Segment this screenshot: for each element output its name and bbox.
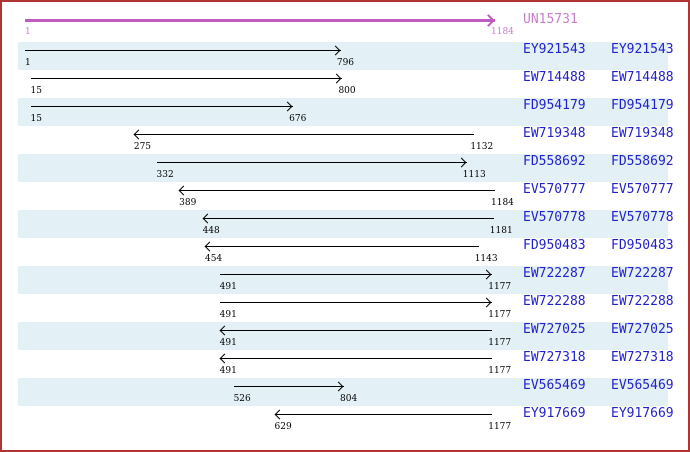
start-coordinate: 332: [156, 170, 174, 180]
reference-name: UN15731: [523, 12, 578, 27]
alignment-row: [18, 210, 668, 238]
accession-link[interactable]: EW722288: [611, 294, 674, 309]
alignment-row: [18, 378, 668, 406]
accession-link[interactable]: EW719348: [611, 126, 674, 141]
start-coordinate: 15: [30, 114, 42, 124]
accession-link[interactable]: EW727318: [523, 350, 586, 365]
accession-link[interactable]: EW714488: [523, 70, 586, 85]
end-coordinate: 804: [340, 394, 358, 404]
accession-link[interactable]: EV570777: [523, 182, 586, 197]
accession-link[interactable]: EY917669: [611, 406, 674, 421]
end-coordinate: 800: [338, 86, 356, 96]
accession-link[interactable]: EW722287: [523, 266, 586, 281]
alignment-arrow: [204, 246, 479, 247]
accession-link[interactable]: EY921543: [611, 42, 674, 57]
accession-link[interactable]: EW719348: [523, 126, 586, 141]
alignment-arrow: [219, 330, 493, 331]
accession-link[interactable]: FD950483: [523, 238, 586, 253]
end-coordinate: 1181: [489, 226, 513, 236]
accession-link[interactable]: EW722287: [611, 266, 674, 281]
reference-end-coordinate: 1184: [491, 27, 514, 37]
accession-link[interactable]: FD950483: [611, 238, 674, 253]
alignment-arrow: [30, 106, 294, 107]
end-coordinate: 1177: [488, 366, 512, 376]
start-coordinate: 491: [219, 366, 237, 376]
end-coordinate: 1113: [462, 170, 486, 180]
end-coordinate: 1177: [488, 282, 512, 292]
end-coordinate: 1132: [470, 142, 494, 152]
accession-link[interactable]: EW727318: [611, 350, 674, 365]
start-coordinate: 526: [233, 394, 251, 404]
end-coordinate: 1177: [488, 310, 512, 320]
alignment-arrow: [219, 302, 493, 303]
accession-link[interactable]: EW714488: [611, 70, 674, 85]
alignment-row: [18, 98, 668, 126]
accession-link[interactable]: EV570778: [611, 210, 674, 225]
accession-link[interactable]: EV565469: [611, 378, 674, 393]
accession-link[interactable]: EY921543: [523, 42, 586, 57]
arrowhead-icon: [482, 14, 495, 27]
alignment-arrow: [156, 162, 467, 163]
start-coordinate: 491: [219, 310, 237, 320]
end-coordinate: 1184: [491, 198, 514, 208]
reference-arrow: [25, 19, 495, 22]
start-coordinate: 1: [25, 58, 31, 68]
accession-link[interactable]: EW722288: [523, 294, 586, 309]
accession-link[interactable]: EV570777: [611, 182, 674, 197]
reference-start-coordinate: 1: [25, 27, 31, 37]
accession-link[interactable]: FD558692: [611, 154, 674, 169]
alignment-arrow: [233, 386, 345, 387]
accession-link[interactable]: EW727025: [523, 322, 586, 337]
end-coordinate: 1177: [488, 338, 512, 348]
end-coordinate: 1143: [474, 254, 498, 264]
start-coordinate: 491: [219, 282, 237, 292]
alignment-arrow: [133, 134, 475, 135]
start-coordinate: 15: [30, 86, 42, 96]
accession-link[interactable]: FD954179: [611, 98, 674, 113]
alignment-row: [18, 322, 668, 350]
start-coordinate: 629: [274, 422, 292, 432]
start-coordinate: 454: [204, 254, 223, 264]
alignment-row: [18, 154, 668, 182]
alignment-row: [18, 42, 668, 70]
alignment-arrow: [25, 50, 341, 51]
accession-link[interactable]: EV570778: [523, 210, 586, 225]
accession-link[interactable]: EY917669: [523, 406, 586, 421]
start-coordinate: 389: [179, 198, 197, 208]
start-coordinate: 275: [133, 142, 152, 152]
alignment-arrow: [219, 274, 493, 275]
alignment-row: [18, 266, 668, 294]
end-coordinate: 676: [289, 114, 307, 124]
alignment-arrow: [274, 414, 493, 415]
start-coordinate: 448: [202, 226, 220, 236]
end-coordinate: 796: [336, 58, 355, 68]
accession-link[interactable]: FD558692: [523, 154, 586, 169]
accession-link[interactable]: FD954179: [523, 98, 586, 113]
alignment-arrow: [219, 358, 493, 359]
start-coordinate: 491: [219, 338, 237, 348]
end-coordinate: 1177: [488, 422, 512, 432]
accession-link[interactable]: EV565469: [523, 378, 586, 393]
alignment-arrow: [30, 78, 343, 79]
alignment-arrow: [202, 218, 494, 219]
accession-link[interactable]: EW727025: [611, 322, 674, 337]
alignment-arrow: [179, 190, 495, 191]
